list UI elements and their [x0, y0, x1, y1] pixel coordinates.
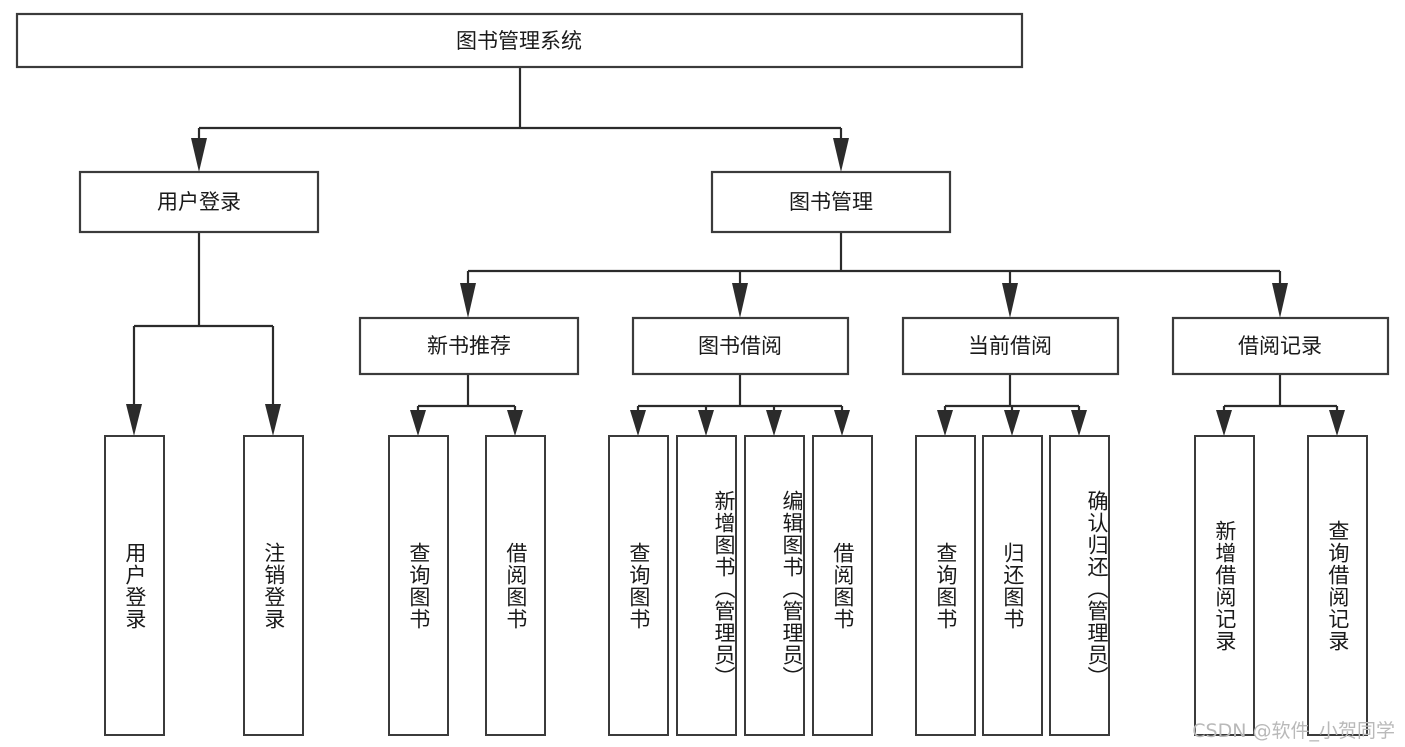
node-book-manage-label: 图书管理 [789, 190, 873, 214]
connector-group-current-borrow [937, 374, 1087, 436]
leaf-box-11[interactable] [1049, 435, 1110, 736]
node-root-label: 图书管理系统 [456, 29, 582, 53]
connector-group-user-login [126, 232, 281, 436]
node-borrow-record-label: 借阅记录 [1238, 334, 1322, 358]
leaf-box-1[interactable] [104, 435, 165, 736]
arrowhead-leaf-3 [410, 410, 426, 436]
node-book-borrow-box[interactable] [631, 316, 850, 376]
node-new-book-recommend-label: 新书推荐 [427, 334, 511, 358]
arrowhead-leaf-4 [507, 410, 523, 436]
arrowhead-leaf-5 [630, 410, 646, 436]
arrowhead-leaf-13 [1329, 410, 1345, 436]
arrowhead-current-borrow [1002, 283, 1018, 318]
node-book-borrow-label: 图书借阅 [698, 334, 782, 358]
leaf-box-6[interactable] [676, 435, 737, 736]
node-current-borrow[interactable]: 当前借阅 [901, 316, 1120, 376]
connector-group-book-borrow [630, 374, 850, 436]
arrowhead-leaf-11 [1071, 410, 1087, 436]
arrowhead-user-login [191, 138, 207, 172]
arrowhead-borrow-record [1272, 283, 1288, 318]
node-new-book-recommend[interactable]: 新书推荐 [358, 316, 580, 376]
arrowhead-book-borrow [732, 283, 748, 318]
arrowhead-new-book-rec [460, 283, 476, 318]
leaf-box-4[interactable] [485, 435, 546, 736]
arrowhead-book-manage [833, 138, 849, 172]
node-user-login[interactable]: 用户登录 [78, 170, 320, 234]
node-user-login-label: 用户登录 [157, 190, 241, 214]
arrowhead-leaf-10 [1004, 410, 1020, 436]
leaf-box-8[interactable] [812, 435, 873, 736]
node-book-manage[interactable]: 图书管理 [710, 170, 952, 234]
node-current-borrow-label: 当前借阅 [968, 334, 1052, 358]
node-borrow-record-box[interactable] [1171, 316, 1390, 376]
leaf-box-2[interactable] [243, 435, 304, 736]
connector-group-root [191, 67, 849, 172]
arrowhead-leaf-2 [265, 404, 281, 436]
leaf-box-9[interactable] [915, 435, 976, 736]
connector-group-borrow-record [1216, 374, 1345, 436]
leaf-box-10[interactable] [982, 435, 1043, 736]
arrowhead-leaf-6 [698, 410, 714, 436]
leaf-box-13[interactable] [1307, 435, 1368, 736]
node-book-borrow[interactable]: 图书借阅 [631, 316, 850, 376]
leaf-box-group [104, 435, 1368, 736]
node-root-box[interactable] [15, 12, 1024, 69]
node-root[interactable]: 图书管理系统 [15, 12, 1024, 69]
arrowhead-leaf-12 [1216, 410, 1232, 436]
node-book-manage-box[interactable] [710, 170, 952, 234]
leaf-box-12[interactable] [1194, 435, 1255, 736]
node-new-book-recommend-box[interactable] [358, 316, 580, 376]
leaf-box-3[interactable] [388, 435, 449, 736]
arrowhead-leaf-8 [834, 410, 850, 436]
arrowhead-leaf-9 [937, 410, 953, 436]
node-user-login-box[interactable] [78, 170, 320, 234]
leaf-box-5[interactable] [608, 435, 669, 736]
node-borrow-record[interactable]: 借阅记录 [1171, 316, 1390, 376]
node-current-borrow-box[interactable] [901, 316, 1120, 376]
arrowhead-leaf-7 [766, 410, 782, 436]
leaf-box-7[interactable] [744, 435, 805, 736]
connector-group-new-book-rec [410, 374, 523, 436]
connector-group-book-manage [460, 232, 1288, 318]
arrowhead-leaf-1 [126, 404, 142, 436]
